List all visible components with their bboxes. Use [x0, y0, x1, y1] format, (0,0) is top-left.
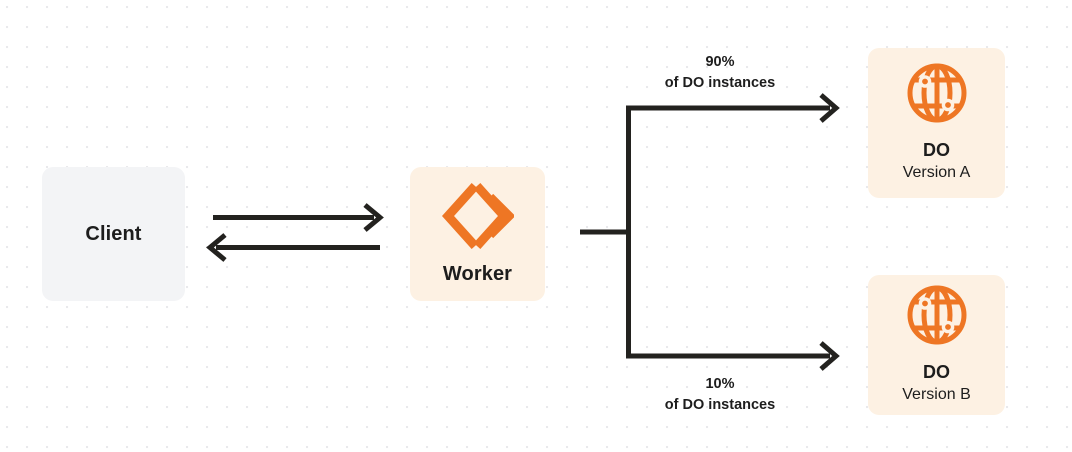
node-client-label: Client	[85, 223, 142, 245]
edge-label-do-a: 90% of DO instances	[600, 52, 840, 94]
node-worker-label: Worker	[442, 263, 513, 285]
cloudflare-workers-icon	[441, 183, 514, 249]
node-do-version-b-sublabel: Version B	[902, 385, 971, 403]
node-worker: Worker	[410, 167, 545, 301]
node-do-version-b: DO Version B	[868, 275, 1005, 415]
arrow-worker-to-do-a	[626, 93, 840, 123]
edge-label-do-a-caption: of DO instances	[664, 75, 776, 92]
durable-object-globe-icon	[907, 63, 966, 123]
durable-object-globe-icon	[907, 285, 966, 345]
node-do-version-b-label: DO	[923, 362, 950, 383]
node-do-version-a-sublabel: Version A	[902, 163, 971, 181]
edge-label-do-b-percent: 10%	[705, 376, 735, 392]
node-do-version-a: DO Version A	[868, 48, 1005, 198]
node-do-version-a-label: DO	[923, 140, 950, 161]
edge-label-do-a-percent: 90%	[705, 54, 735, 70]
edge-label-do-b: 10% of DO instances	[600, 374, 840, 416]
arrow-worker-to-client	[206, 233, 380, 262]
node-client: Client	[42, 167, 185, 301]
arrow-client-to-worker	[213, 203, 384, 232]
arrow-worker-to-do-b	[626, 341, 840, 371]
edge-label-do-b-caption: of DO instances	[664, 397, 776, 414]
connector-worker-split	[580, 105, 631, 359]
